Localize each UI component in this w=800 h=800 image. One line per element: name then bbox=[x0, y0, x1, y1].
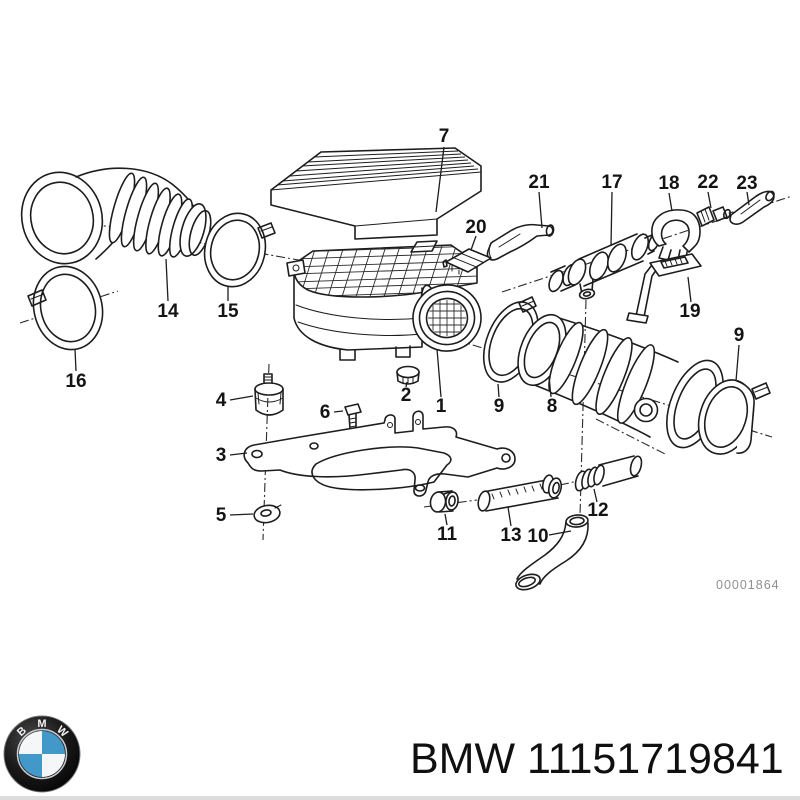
part-10-elbow-hose bbox=[515, 514, 589, 591]
logo-letter-m: M bbox=[37, 718, 46, 730]
bottom-edge-strip bbox=[0, 796, 800, 800]
callout-9-left: 9 bbox=[494, 396, 505, 417]
callout-6: 6 bbox=[320, 402, 331, 423]
part-12-ribbed-hose bbox=[574, 455, 643, 492]
image-id-watermark: 00001864 bbox=[716, 578, 780, 592]
callout-7: 7 bbox=[439, 126, 450, 147]
callout-2: 2 bbox=[401, 385, 412, 406]
callout-4: 4 bbox=[216, 390, 227, 411]
callout-10: 10 bbox=[527, 526, 548, 547]
part-19-bracket bbox=[626, 253, 702, 324]
callout-14: 14 bbox=[157, 301, 179, 322]
part-23-connector-boot bbox=[729, 190, 775, 225]
part-number-caption: BMW 11151719841 bbox=[410, 735, 784, 783]
callout-19: 19 bbox=[679, 301, 700, 322]
callout-11: 11 bbox=[437, 524, 458, 545]
part-13-hose bbox=[477, 474, 563, 512]
callout-15: 15 bbox=[217, 301, 239, 322]
callout-5: 5 bbox=[216, 505, 227, 526]
part-4-rubber-mount bbox=[254, 373, 284, 416]
callout-1: 1 bbox=[436, 396, 447, 417]
part-5-washer bbox=[253, 504, 282, 524]
part-11-cap-clamp bbox=[429, 490, 459, 513]
callout-9-right: 9 bbox=[734, 325, 745, 346]
part-21-air-funnel bbox=[486, 223, 555, 261]
callout-22: 22 bbox=[697, 172, 718, 193]
callout-3: 3 bbox=[216, 445, 227, 466]
part-7-air-cleaner-cover bbox=[270, 147, 482, 240]
part-20-plug-housing bbox=[442, 248, 492, 275]
part-9-right-hose-clamp bbox=[697, 379, 771, 455]
callout-21: 21 bbox=[528, 172, 550, 193]
part-22-connector bbox=[696, 206, 734, 227]
bmw-logo-quadrants bbox=[19, 731, 65, 777]
callout-17: 17 bbox=[601, 172, 622, 193]
bmw-logo: B M W bbox=[3, 715, 81, 793]
part-1-air-flow-meter bbox=[286, 240, 482, 361]
callout-13: 13 bbox=[500, 525, 521, 546]
part-16-hose-clamp bbox=[27, 265, 104, 351]
callout-20: 20 bbox=[465, 217, 486, 238]
part-3-support-bracket bbox=[243, 410, 516, 497]
part-2-cap bbox=[396, 365, 420, 385]
callout-12: 12 bbox=[587, 500, 608, 521]
part-8-corrugated-hose bbox=[517, 314, 724, 449]
callout-16: 16 bbox=[65, 371, 86, 392]
callout-18: 18 bbox=[658, 173, 679, 194]
callout-labels: 7 21 17 18 22 23 20 19 14 15 16 4 2 6 1 … bbox=[65, 126, 757, 547]
callout-8: 8 bbox=[547, 396, 558, 417]
part-15-hose-clamp bbox=[203, 212, 276, 288]
part-18-valve-holder bbox=[651, 209, 701, 262]
callout-23: 23 bbox=[736, 173, 757, 194]
callout-leader-lines bbox=[74, 146, 750, 536]
part-14-intake-elbow-hose bbox=[20, 167, 212, 265]
